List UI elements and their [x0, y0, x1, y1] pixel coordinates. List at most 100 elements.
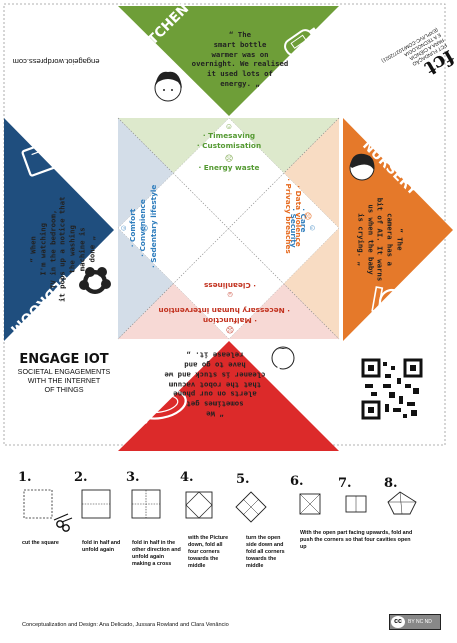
step-6-number: 6.	[290, 474, 304, 489]
living-quote-line: release it. „	[186, 350, 244, 360]
step-2-text: fold in half and unfold again	[82, 540, 121, 553]
creative-commons-icon: cc BY NC ND	[389, 614, 441, 630]
smiley-sad-icon: ☹	[140, 223, 149, 233]
step-2-number: 2.	[74, 470, 88, 485]
step-1-number: 1.	[18, 470, 32, 485]
bedroom-positive-value: Comfort	[128, 208, 137, 242]
bedroom-quote-line: TV in the bedroom,	[48, 209, 58, 289]
website-url: engageiot.wordpress.com	[0, 52, 112, 66]
bedroom-negative-list: · Sedentary lifestyle	[149, 184, 158, 268]
nursery-negatives: ☹ · Data violence · Privacy breaches	[272, 176, 312, 256]
kitchen-triangle	[118, 6, 339, 116]
bedroom-quote-line: machine is	[77, 227, 87, 272]
living-room-quote: “ We sometimes get alerts on our phone t…	[160, 350, 270, 419]
bedroom-quote: “ When I'm watching TV in the bedroom, i…	[29, 194, 98, 304]
living-negative-value: Malfunction	[202, 316, 252, 325]
living-positive-list: · Cleanliness	[203, 280, 257, 290]
nursery-quote-line: us when the baby	[366, 204, 376, 275]
robot-vacuum-icon	[133, 388, 187, 424]
nursery-quote: “ The camera has a bit of AI. It warns u…	[356, 195, 405, 283]
bedroom-quote-line: it pops up a notice that	[58, 196, 68, 303]
nursery-person-avatar	[349, 153, 375, 181]
nursery-quote-line: camera has a	[385, 213, 395, 266]
living-values: ☹ · Malfunction · Necessary human interv…	[158, 254, 290, 334]
project-title-block: ENGAGE IOT SOCIETAL ENGAGEMENTS WITH THE…	[12, 352, 116, 394]
kitchen-quote: “ The smart bottle warmer was on overnig…	[190, 30, 290, 89]
step-6-text: With the open part facing upwards, fold …	[300, 530, 413, 550]
smiley-happy-icon: ☺	[224, 122, 234, 131]
nursery-negative-value: Privacy breaches	[283, 183, 293, 254]
scissors-icon	[53, 513, 73, 532]
bedroom-quote-line: I'm watching	[38, 222, 48, 276]
bedroom-person-avatar	[79, 267, 111, 294]
living-quote-line: cleaner is stuck and we	[164, 370, 266, 380]
kitchen-positive-list: · Timesaving · Customisation	[196, 131, 262, 151]
cc-mark: cc	[391, 616, 405, 628]
step-4-number: 4.	[180, 470, 194, 485]
fold-line	[117, 117, 340, 340]
bedroom-triangle	[4, 118, 114, 341]
step-7-number: 7.	[338, 476, 352, 491]
smiley-sad-icon: ☹	[224, 154, 234, 164]
kitchen-negative-list: · Energy waste	[198, 163, 260, 173]
nursery-quote-line: bit of AI. It warns	[375, 197, 385, 282]
living-negative-list: · Malfunction · Necessary human interven…	[158, 305, 290, 325]
nursery-negative-value: Data violence	[294, 190, 303, 247]
fold-line	[228, 227, 340, 340]
kitchen-quote-line: “ The	[229, 30, 251, 39]
living-negative-value: Necessary human intervention	[158, 305, 285, 315]
kitchen-person-avatar	[154, 71, 182, 102]
kitchen-quote-line: overnight. We realised	[191, 59, 289, 69]
baby-camera-icon	[371, 286, 406, 316]
living-quote-line: sometimes get	[186, 399, 244, 409]
step-8-number: 8.	[384, 476, 398, 491]
project-subtitle-3: OF THINGS	[44, 385, 84, 394]
living-person-avatar	[271, 346, 295, 370]
step-5-number: 5.	[236, 472, 250, 487]
bedroom-quote-line: done „	[87, 236, 97, 263]
step-1-text: cut the square	[22, 540, 59, 546]
kitchen-quote-line: it used lots of	[207, 69, 273, 79]
nursery-quote-line: “ The	[395, 228, 405, 251]
step-4-text: with the Picture down, fold all four cor…	[188, 535, 229, 569]
smiley-happy-icon: ☺	[119, 223, 128, 233]
project-title: ENGAGE IOT	[19, 352, 109, 367]
smiley-happy-icon: ☺	[225, 289, 235, 299]
step-5-text: turn the open side down and fold all cor…	[246, 535, 285, 569]
step-3-number: 3.	[126, 470, 140, 485]
tv-notification-icon	[21, 141, 69, 177]
folding-diagrams	[23, 489, 417, 532]
living-quote-line: have to go and	[184, 360, 246, 370]
qr-code-icon	[361, 358, 423, 420]
project-subtitle-1: SOCIETAL ENGAGEMENTS	[17, 367, 111, 376]
kitchen-quote-line: warmer was on	[211, 49, 269, 59]
kitchen-positive-value: Customisation	[202, 141, 262, 151]
bedroom-quote-line: the washing	[67, 225, 77, 274]
smiley-sad-icon: ☹	[225, 325, 235, 334]
kitchen-negative-value: Energy waste	[203, 163, 260, 173]
smiley-sad-icon: ☹	[303, 211, 312, 221]
bottle-warmer-icon	[284, 27, 319, 56]
kitchen-values: ☺ · Timesaving · Customisation ☹ · Energ…	[179, 122, 279, 174]
kitchen-quote-line: energy. „	[220, 78, 260, 88]
kitchen-quote-line: smart bottle	[213, 39, 267, 49]
cc-badges: BY NC ND	[408, 619, 432, 625]
nursery-quote-line: is crying. „	[356, 213, 366, 266]
fold-line	[117, 227, 230, 340]
step-3-text: fold in half in the other direction and …	[132, 540, 181, 567]
credits-line: Conceptualization and Design: Ana Delica…	[22, 622, 229, 628]
living-quote-line: “ We	[206, 409, 224, 419]
bedroom-negatives: ☹ · Sedentary lifestyle	[140, 184, 180, 268]
fold-line	[228, 117, 340, 229]
nursery-negative-list: · Data violence · Privacy breaches	[283, 178, 303, 254]
living-quote-line: that the robot vacuum	[168, 380, 262, 390]
living-positive-value: Cleanliness	[203, 280, 251, 290]
website-url-text: engageiot.wordpress.com	[12, 57, 100, 66]
project-subtitle-2: WITH THE INTERNET	[27, 376, 101, 385]
fold-line	[117, 117, 230, 229]
kitchen-positive-value: Timesaving	[208, 131, 256, 140]
living-triangle	[118, 341, 339, 451]
bedroom-quote-line: “ When	[28, 236, 38, 263]
